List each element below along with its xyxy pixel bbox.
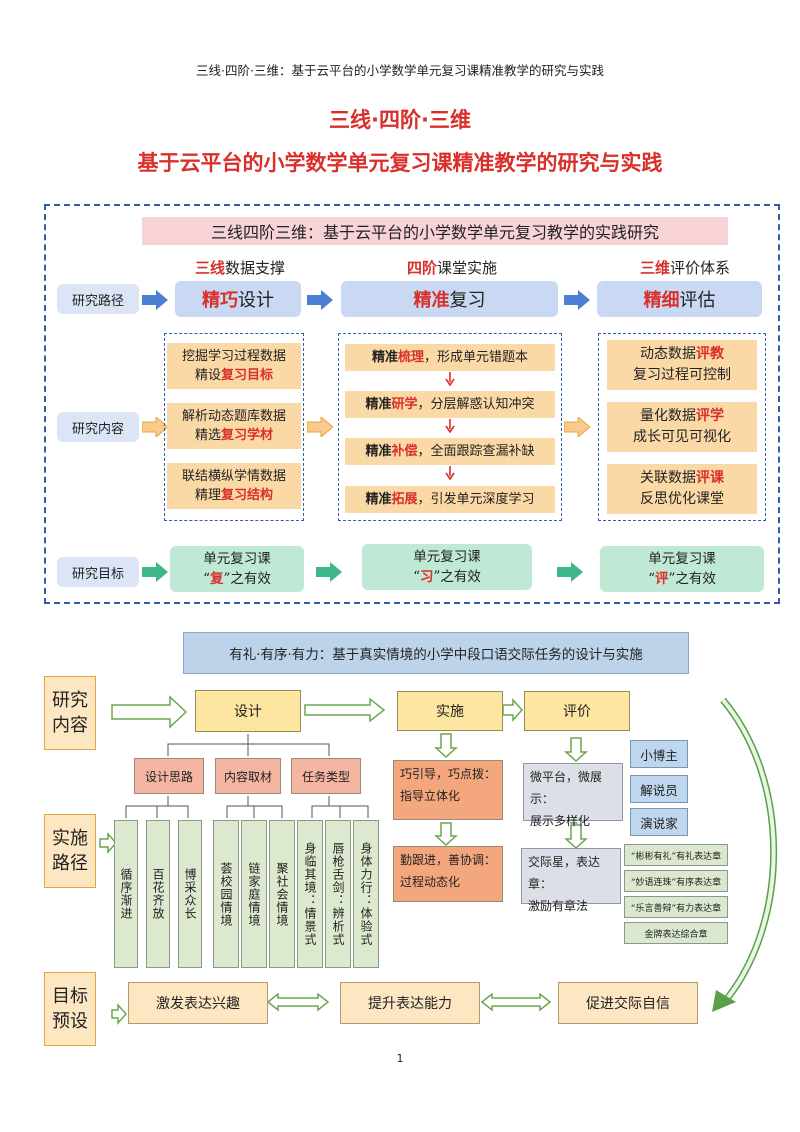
stamp-badge: “彬彬有礼”有礼表达章	[624, 844, 728, 866]
page-title-line2: 基于云平台的小学数学单元复习课精准教学的研究与实践	[137, 151, 663, 175]
col3-item: 动态数据评教复习过程可控制	[607, 340, 757, 390]
col3-item: 量化数据评学成长可见可视化	[607, 402, 757, 452]
goal-item: 提升表达能力	[340, 982, 480, 1024]
stage-design: 设计	[195, 690, 301, 732]
col1-group	[164, 333, 304, 521]
design-category: 内容取材	[215, 758, 281, 794]
diagram1-frame	[44, 204, 780, 604]
col2-item: 精准梳理，形成单元错题本	[345, 344, 555, 371]
col2-item: 精准拓展，引发单元深度学习	[345, 486, 555, 513]
row-label-path: 研究路径	[57, 284, 139, 314]
design-leaf: 唇枪舌剑：辨析式	[325, 820, 351, 968]
stage-implement: 实施	[397, 691, 503, 731]
role-badge: 解说员	[630, 775, 688, 803]
goal-item: 激发表达兴趣	[128, 982, 268, 1024]
page-header: 三线·四阶·三维：基于云平台的小学数学单元复习课精准教学的研究与实践	[196, 63, 604, 78]
arrow-right-icon	[557, 562, 583, 582]
design-category: 任务类型	[291, 758, 361, 794]
role-badge: 小博主	[630, 740, 688, 768]
design-leaf: 博采众长	[178, 820, 202, 968]
side-label: 实施路径	[44, 814, 96, 888]
col1-item: 挖掘学习过程数据精设复习目标	[167, 343, 301, 389]
col2-item: 精准研学，分层解惑认知冲突	[345, 391, 555, 418]
stamp-badge: “妙语连珠”有序表达章	[624, 870, 728, 892]
design-leaf: 身临其境：情景式	[297, 820, 323, 968]
col2-group	[338, 333, 562, 521]
design-leaf: 循序渐进	[114, 820, 138, 968]
goal-box: 单元复习课“评”之有效	[600, 546, 764, 592]
diagram2-banner: 有礼·有序·有力：基于真实情境的小学中段口语交际任务的设计与实施	[183, 632, 689, 674]
col3-head: 三维评价体系	[639, 258, 731, 277]
arrow-down-icon	[445, 372, 455, 386]
page-title-line1: 三线·四阶·三维	[329, 108, 471, 132]
col2-head: 四阶课堂实施	[406, 258, 498, 277]
arrow-right-icon	[142, 290, 168, 310]
stamp-badge: 金牌表达综合章	[624, 922, 728, 944]
page-number: 1	[396, 1052, 404, 1065]
goal-box: 单元复习课“习”之有效	[362, 544, 532, 590]
goal-box: 单元复习课“复”之有效	[170, 546, 304, 592]
col1-item: 解析动态题库数据精选复习学材	[167, 403, 301, 449]
col2-box: 精准复习	[341, 281, 558, 317]
design-leaf: 荟校园情境	[213, 820, 239, 968]
col3-box: 精细评估	[597, 281, 762, 317]
implement-item: 巧引导，巧点拨：指导立体化	[393, 760, 503, 820]
col3-item: 关联数据评课反思优化课堂	[607, 464, 757, 514]
row-label-goal: 研究目标	[57, 557, 139, 587]
col1-box: 精巧设计	[175, 281, 301, 317]
diagram1-banner: 三线四阶三维：基于云平台的小学数学单元复习教学的实践研究	[142, 217, 728, 245]
arrow-right-icon	[307, 290, 333, 310]
arrow-down-icon	[445, 466, 455, 480]
design-leaf: 链家庭情境	[241, 820, 267, 968]
design-leaf: 聚社会情境	[269, 820, 295, 968]
side-label: 目标预设	[44, 972, 96, 1046]
design-leaf: 百花齐放	[146, 820, 170, 968]
implement-item: 勤跟进，善协调：过程动态化	[393, 846, 503, 902]
arrow-right-icon	[142, 417, 168, 437]
col1-head: 三线数据支撑	[194, 258, 286, 277]
col3-group	[598, 333, 766, 521]
col2-item: 精准补偿，全面跟踪查漏补缺	[345, 438, 555, 465]
stage-evaluate: 评价	[524, 691, 630, 731]
arrow-right-icon	[307, 417, 333, 437]
design-leaf: 身体力行：体验式	[353, 820, 379, 968]
side-label: 研究内容	[44, 676, 96, 750]
stamp-badge: “乐言善辩”有力表达章	[624, 896, 728, 918]
goal-item: 促进交际自信	[558, 982, 698, 1024]
row-label-content: 研究内容	[57, 412, 139, 442]
arrow-right-icon	[142, 562, 168, 582]
arrow-right-icon	[564, 290, 590, 310]
arrow-down-icon	[445, 419, 455, 433]
col1-item: 联结横纵学情数据精理复习结构	[167, 463, 301, 509]
arrow-right-icon	[316, 562, 342, 582]
evaluate-item: 微平台，微展示：展示多样化	[523, 763, 623, 828]
evaluate-item: 交际星，表达章：激励有章法	[521, 848, 621, 913]
role-badge: 演说家	[630, 808, 688, 836]
design-category: 设计思路	[134, 758, 204, 794]
arrow-right-icon	[564, 417, 590, 437]
